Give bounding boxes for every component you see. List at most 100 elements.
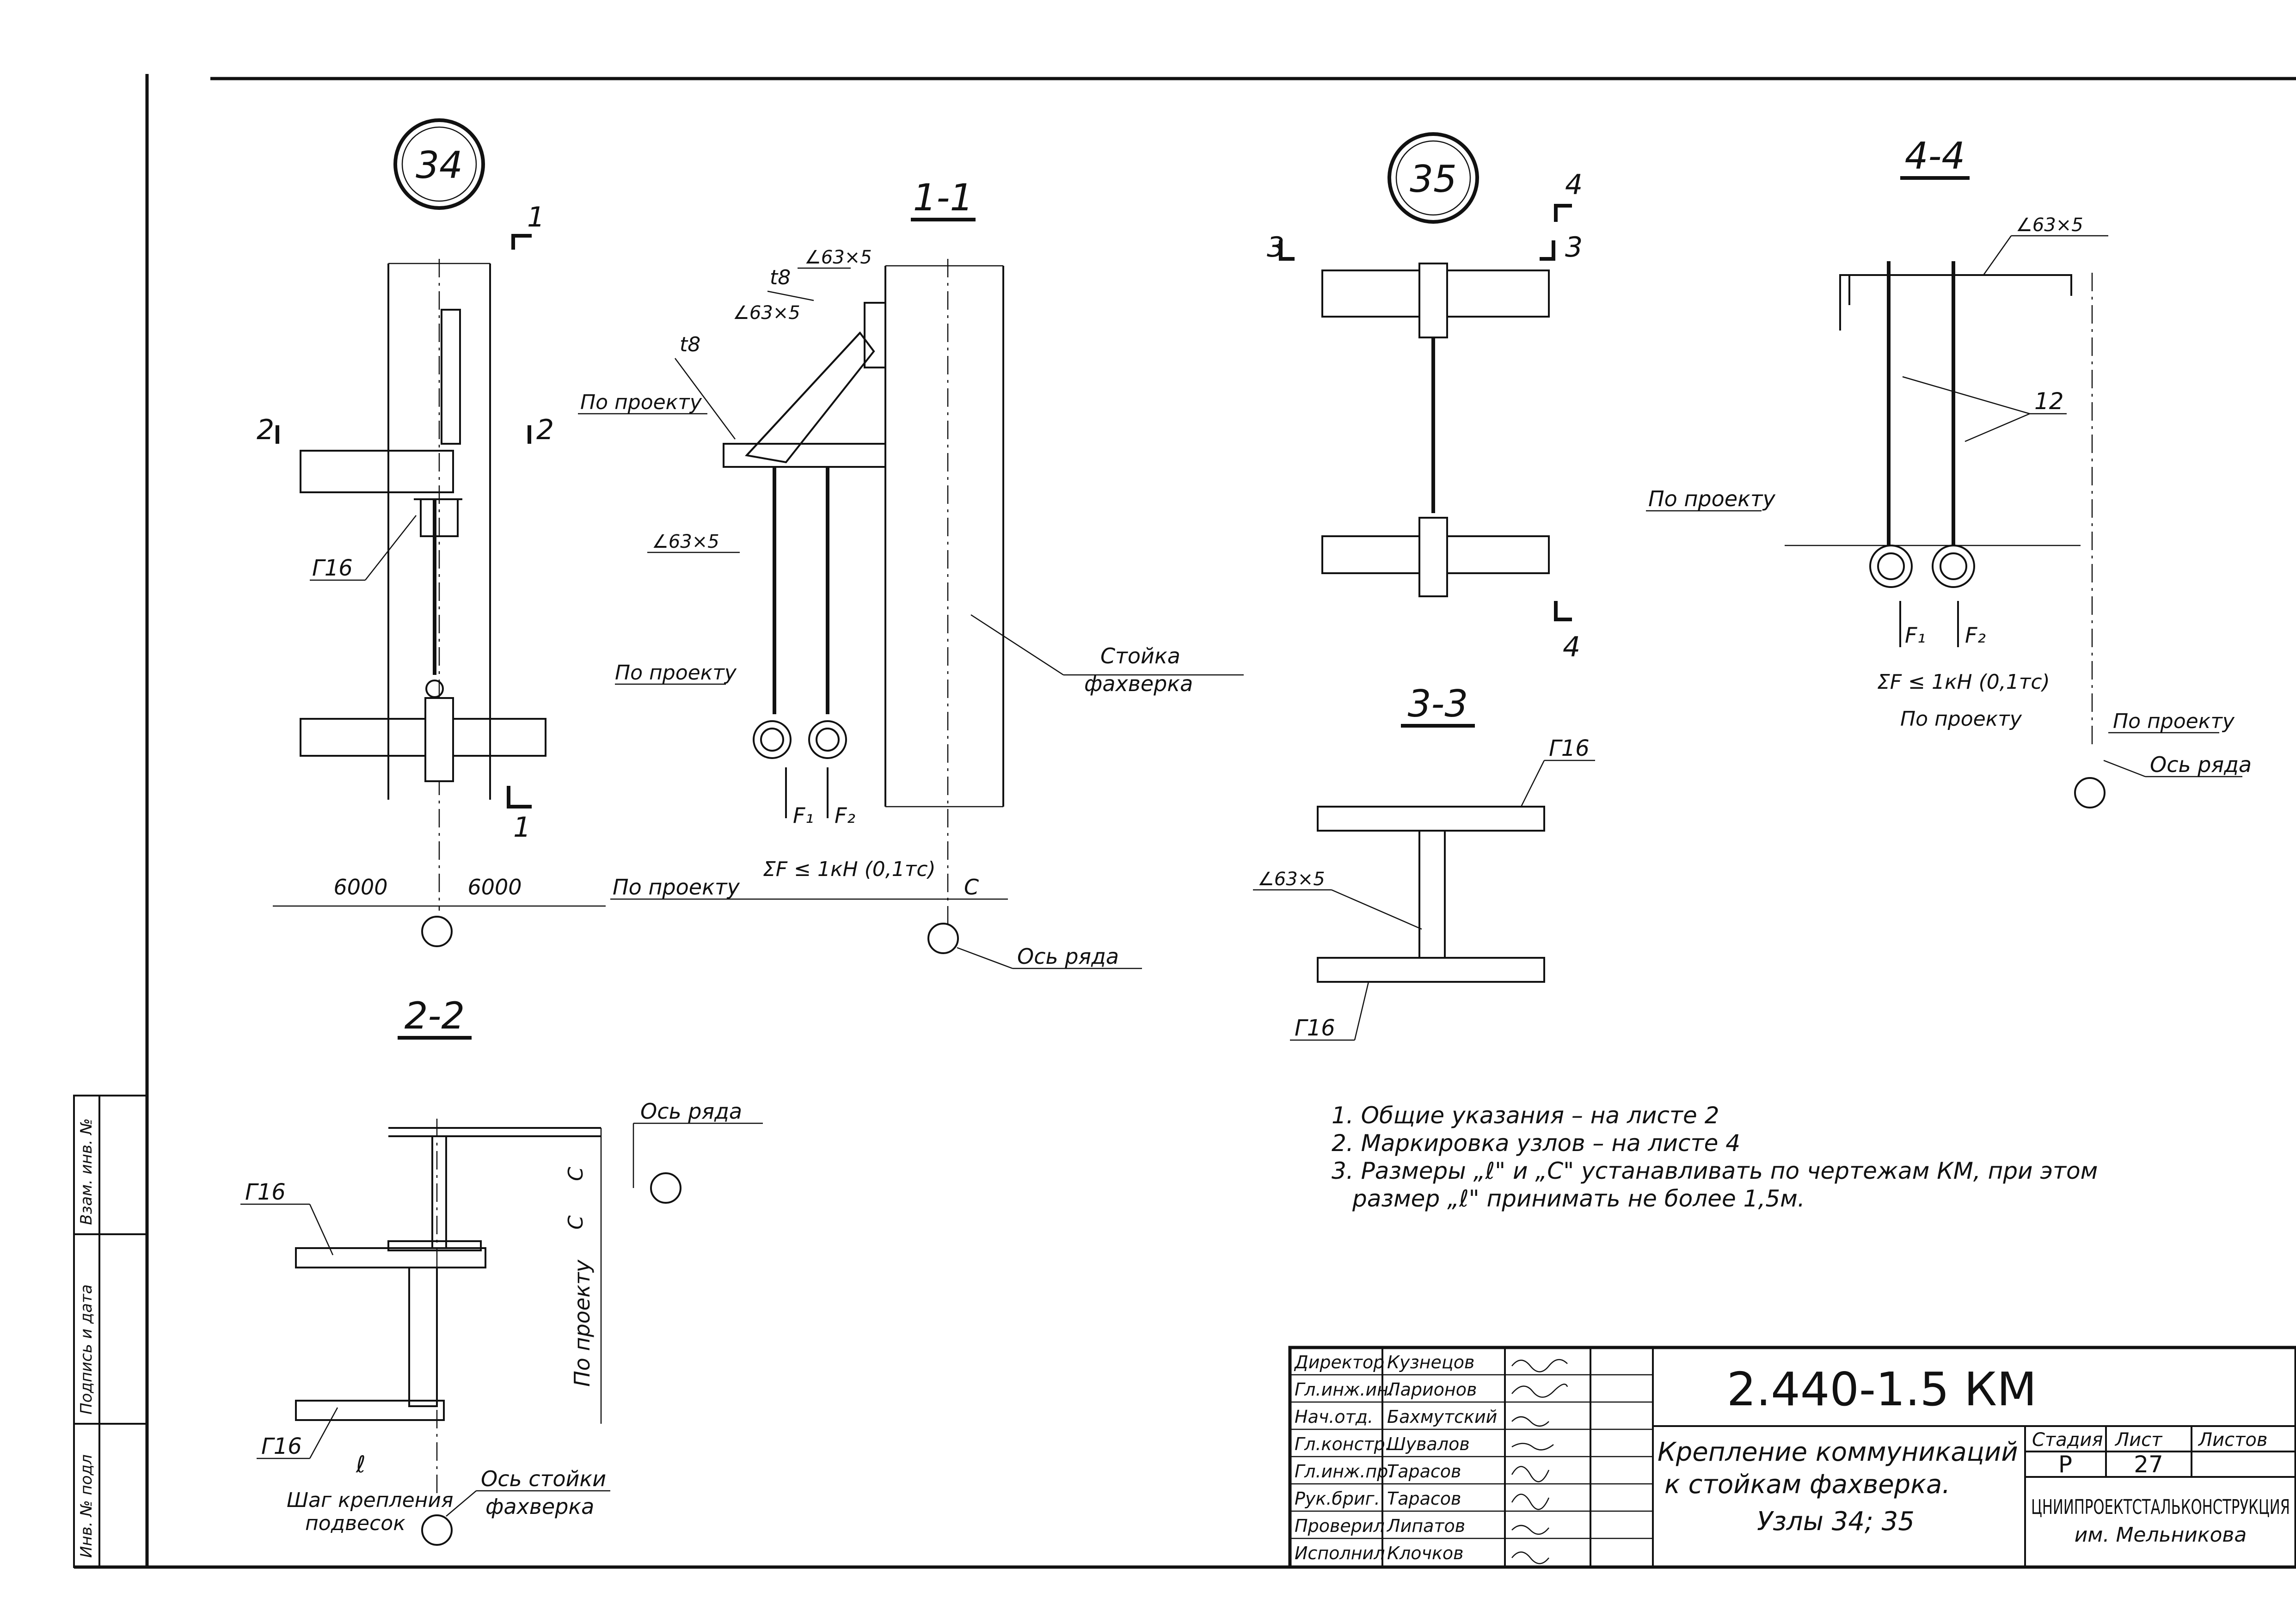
name-checked: Липатов bbox=[1386, 1516, 1465, 1536]
cut-2-right-n34: 2 bbox=[536, 414, 554, 446]
label-row-axis-s44: Ось ряда bbox=[2150, 752, 2252, 777]
side-stamp: Взам. инв. № Подпись и дата Инв. № подл bbox=[73, 1095, 148, 1568]
label-c16-s33-bottom: Г16 bbox=[1295, 1015, 1335, 1041]
label-c16-s33-top: Г16 bbox=[1549, 735, 1590, 761]
stamp-sign-date: Подпись и дата bbox=[77, 1284, 96, 1415]
cut-2-left-n34: 2 bbox=[257, 414, 274, 446]
role-chief-eng: Гл.инж.ин. bbox=[1295, 1379, 1394, 1400]
doc-title-1: Крепление коммуникаций bbox=[1658, 1437, 2018, 1467]
section-2-2-title: 2-2 bbox=[405, 994, 465, 1037]
dim-c-s11: С bbox=[964, 875, 979, 900]
dim-c-s22-a: С bbox=[564, 1167, 588, 1181]
node-34-label: 34 bbox=[416, 144, 463, 187]
section-2-2: 2-2 С С По проекту Ось ряда Г16 Г16 ℓ Ша… bbox=[240, 994, 763, 1546]
label-by-project-s11-b: По проекту bbox=[615, 661, 737, 685]
dim-l-s22: ℓ bbox=[356, 1451, 366, 1478]
cut-1-top-n34: 1 bbox=[527, 201, 545, 233]
label-c16-n34: Г16 bbox=[312, 555, 353, 581]
role-director: Директор bbox=[1294, 1352, 1384, 1372]
role-project-eng: Гл.инж.пр. bbox=[1295, 1461, 1394, 1482]
stage-value: Р bbox=[2058, 1451, 2072, 1478]
node-35-label: 35 bbox=[1410, 158, 1457, 201]
stamp-replace-inv: Взам. инв. № bbox=[77, 1118, 96, 1225]
note-3: 3. Размеры „ℓ" и „С" устанавливать по че… bbox=[1332, 1158, 2098, 1184]
label-angle-s11-c: ∠63×5 bbox=[652, 531, 719, 552]
sheets-label: Листов bbox=[2198, 1429, 2267, 1451]
section-3-3-title: 3-3 bbox=[1408, 682, 1468, 725]
name-drawn: Клочков bbox=[1387, 1543, 1464, 1563]
note-3-cont: размер „ℓ" принимать не более 1,5м. bbox=[1352, 1185, 1805, 1212]
label-by-project-s11-c: По проекту bbox=[613, 875, 740, 900]
org-subname: им. Мельникова bbox=[2075, 1523, 2247, 1547]
sum-f-s44: ΣF ≤ 1кН (0,1тс) bbox=[1877, 670, 2050, 694]
label-by-project-s44-a: По проекту bbox=[1900, 707, 2022, 731]
label-angle-s11-b: ∠63×5 bbox=[733, 302, 800, 324]
force-f2-s44: F₂ bbox=[1965, 623, 1986, 648]
cut-4-top-n35: 4 bbox=[1565, 169, 1583, 201]
label-pitch-2: подвесок bbox=[305, 1512, 405, 1535]
label-angle-s33: ∠63×5 bbox=[1258, 869, 1325, 890]
label-post-s11: Стойка bbox=[1100, 643, 1180, 668]
org-name: ЦНИИПРОЕКТСТАЛЬКОНСТРУКЦИЯ bbox=[2031, 1495, 2290, 1519]
label-row-axis-s11: Ось ряда bbox=[1017, 944, 1119, 969]
note-2: 2. Маркировка узлов – на листе 4 bbox=[1332, 1130, 1740, 1157]
label-t8-s11-a: t8 bbox=[770, 266, 791, 289]
section-3-3: 3-3 Г16 ∠63×5 Г16 bbox=[1253, 682, 1595, 1041]
node-35-view: 35 3 3 4 4 bbox=[1267, 132, 1583, 663]
dim-6000-right: 6000 bbox=[467, 875, 522, 900]
label-post-axis: Ось стойки bbox=[481, 1466, 606, 1491]
name-team-lead: Тарасов bbox=[1387, 1488, 1461, 1509]
label-pitch-1: Шаг крепления bbox=[287, 1488, 454, 1512]
sheet-value: 27 bbox=[2134, 1451, 2163, 1478]
cut-3-right-n35: 3 bbox=[1565, 231, 1583, 263]
label-angle-s11-a: ∠63×5 bbox=[804, 247, 872, 268]
label-12: 12 bbox=[2034, 388, 2064, 415]
sum-f-s11: ΣF ≤ 1кН (0,1тс) bbox=[763, 857, 936, 881]
name-head-dept: Бахмутский bbox=[1387, 1407, 1497, 1427]
title-block-grid bbox=[1290, 1374, 1653, 1539]
signatures bbox=[1511, 1359, 1568, 1564]
title-block: Директор Гл.инж.ин. Нач.отд. Гл.констр. … bbox=[1288, 1346, 2296, 1569]
doc-title-3: Узлы 34; 35 bbox=[1757, 1507, 1915, 1537]
dim-6000-left: 6000 bbox=[333, 875, 387, 900]
sheet-label: Лист bbox=[2114, 1429, 2163, 1451]
role-team-lead: Рук.бриг. bbox=[1295, 1488, 1380, 1509]
force-f2-s11: F₂ bbox=[835, 803, 855, 828]
label-fachwerk-s22: фахверка bbox=[485, 1494, 594, 1519]
dim-c-s22-b: С bbox=[564, 1215, 588, 1230]
label-by-project-s44-c: По проекту bbox=[2113, 710, 2235, 733]
cut-1-bottom-n34: 1 bbox=[513, 811, 531, 844]
label-row-axis-s22: Ось ряда bbox=[640, 1099, 742, 1124]
role-checked: Проверил bbox=[1295, 1516, 1385, 1536]
label-c16-s22-bottom: Г16 bbox=[261, 1433, 302, 1459]
note-1: 1. Общие указания – на листе 2 bbox=[1332, 1102, 1719, 1129]
section-4-4-title: 4-4 bbox=[1905, 135, 1965, 178]
name-project-eng: Тарасов bbox=[1387, 1461, 1461, 1482]
section-1-1-title: 1-1 bbox=[913, 176, 974, 219]
label-by-project-s11-a: По проекту bbox=[580, 391, 702, 414]
cut-4-bottom-n35: 4 bbox=[1563, 631, 1580, 663]
name-chief-designer: Шувалов bbox=[1387, 1434, 1470, 1454]
force-f1-s11: F₁ bbox=[793, 803, 814, 828]
label-t8-s11-b: t8 bbox=[680, 333, 700, 356]
section-1-1: 1-1 F₁ F₂ ΣF ≤ 1кН (0,1тс) ∠63×5 t8 ∠63×… bbox=[578, 176, 1244, 969]
role-head-dept: Нач.отд. bbox=[1295, 1407, 1373, 1427]
label-by-project-s44-b: По проекту bbox=[1648, 486, 1776, 511]
general-notes: 1. Общие указания – на листе 2 2. Маркир… bbox=[1332, 1102, 2098, 1212]
name-chief-eng: Ларионов bbox=[1386, 1379, 1477, 1400]
force-f1-s44: F₁ bbox=[1905, 623, 1926, 648]
role-chief-designer: Гл.констр. bbox=[1295, 1434, 1391, 1454]
stage-label: Стадия bbox=[2032, 1429, 2103, 1451]
node-34-view: 34 1 1 2 2 Г16 6000 6000 bbox=[257, 118, 606, 947]
role-drawn: Исполнил bbox=[1295, 1543, 1385, 1563]
doc-code: 2.440-1.5 КМ bbox=[1727, 1362, 2037, 1416]
label-angle-s44: ∠63×5 bbox=[2016, 214, 2083, 236]
stamp-inv-orig: Инв. № подл bbox=[77, 1454, 96, 1558]
name-director: Кузнецов bbox=[1387, 1352, 1474, 1372]
section-4-4: 4-4 F₁ F₂ ΣF ≤ 1кН (0,1тс) По проекту ∠6… bbox=[1646, 135, 2252, 808]
label-c16-s22-top: Г16 bbox=[245, 1179, 286, 1205]
dim-by-project-s22: По проекту bbox=[570, 1259, 595, 1387]
sheet-frame bbox=[74, 74, 2296, 1569]
doc-title-2: к стойкам фахверка. bbox=[1664, 1470, 1950, 1500]
